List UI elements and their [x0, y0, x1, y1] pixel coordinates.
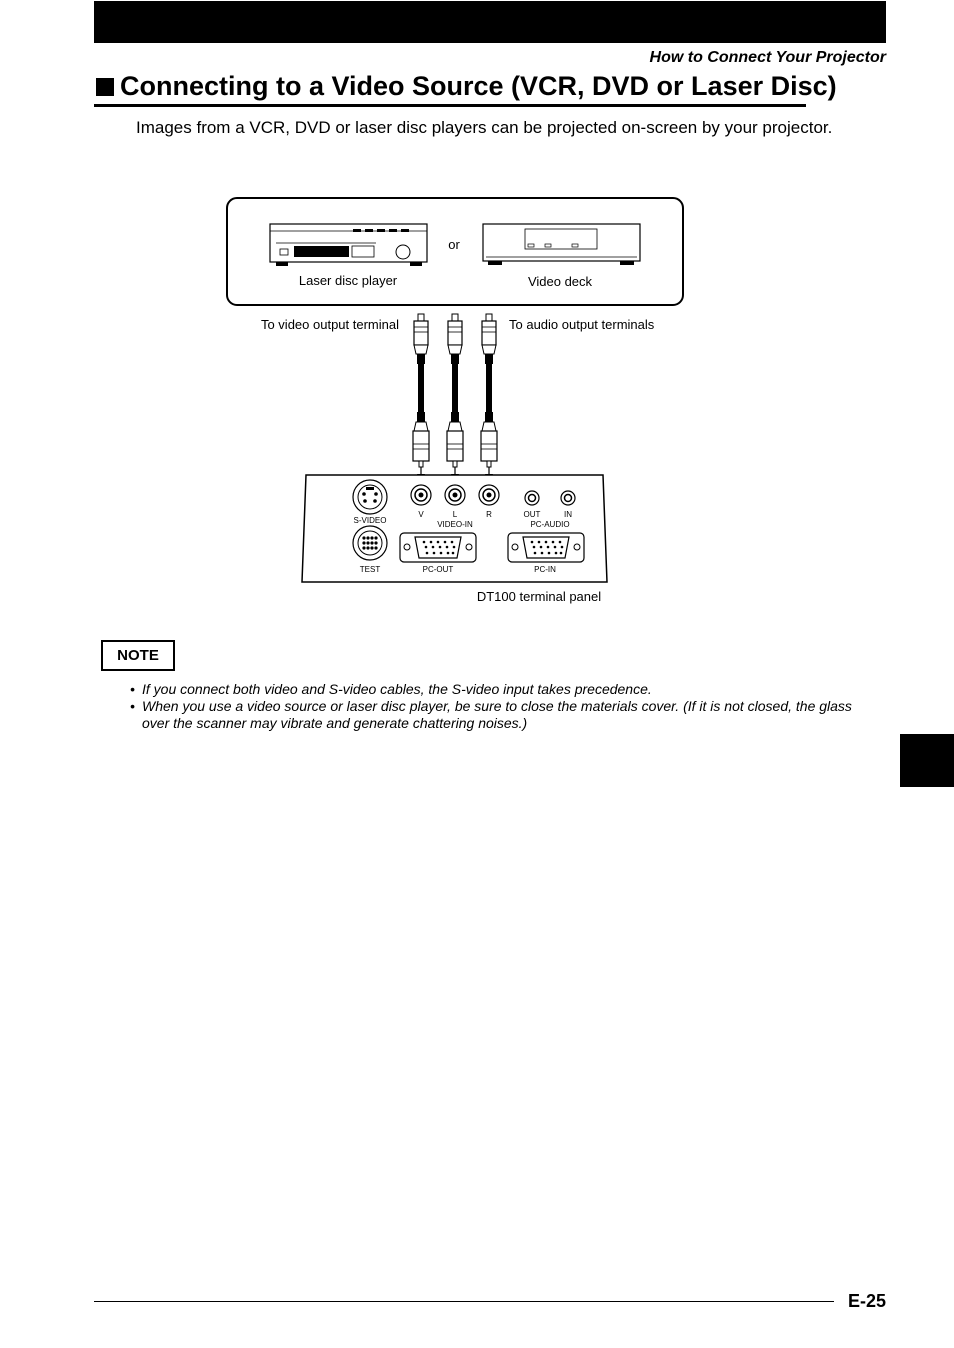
- port-out-label: OUT: [524, 510, 541, 519]
- or-label: or: [448, 237, 460, 252]
- chapter-tab: [900, 734, 954, 787]
- video-deck-label: Video deck: [528, 274, 593, 289]
- page-number: E-25: [847, 1291, 886, 1311]
- video-cable: [412, 313, 430, 482]
- section-header: How to Connect Your Projector: [649, 49, 886, 66]
- port-v-label: V: [418, 510, 424, 519]
- page-title-text: Connecting to a Video Source (VCR, DVD o…: [120, 71, 837, 101]
- pcaudio-label: PC-AUDIO: [530, 520, 569, 529]
- pc-out-port: [399, 532, 477, 563]
- intro-paragraph: Images from a VCR, DVD or laser disc pla…: [136, 118, 833, 137]
- terminal-panel: V L R OUT IN S-VIDEO VIDEO-IN PC-AUDIO T…: [301, 474, 608, 583]
- port-l-label: L: [453, 510, 458, 519]
- port-in-label: IN: [564, 510, 572, 519]
- audio-right-cable: [480, 313, 498, 482]
- video-output-label: To video output terminal: [261, 317, 399, 332]
- note-list: •If you connect both video and S-video c…: [130, 681, 870, 732]
- svideo-label: S-VIDEO: [354, 516, 387, 525]
- note-item-text: When you use a video source or laser dis…: [142, 698, 852, 731]
- square-bullet-icon: [96, 77, 114, 96]
- note-label: NOTE: [101, 640, 175, 671]
- laser-disc-player-icon: [269, 223, 428, 266]
- panel-caption: DT100 terminal panel: [477, 589, 601, 604]
- note-item-text: If you connect both video and S-video ca…: [142, 681, 652, 697]
- pcout-label: PC-OUT: [423, 565, 454, 574]
- laser-disc-label: Laser disc player: [299, 273, 398, 288]
- pcin-label: PC-IN: [534, 565, 556, 574]
- source-devices-box: [226, 197, 684, 306]
- video-deck-icon: [482, 223, 641, 265]
- test-label: TEST: [360, 565, 381, 574]
- note-item: •If you connect both video and S-video c…: [130, 681, 652, 697]
- port-r-label: R: [486, 510, 492, 519]
- connection-diagram: Laser disc player or Video deck To video…: [226, 197, 684, 604]
- header-bar: [94, 1, 886, 43]
- videoin-label: VIDEO-IN: [437, 520, 473, 529]
- audio-left-cable: [446, 313, 464, 482]
- title-underline: [94, 104, 806, 107]
- pc-audio-jacks: [524, 490, 576, 506]
- audio-output-label: To audio output terminals: [509, 317, 655, 332]
- footer-rule: [94, 1301, 834, 1302]
- pc-in-port: [507, 532, 585, 563]
- page-title: Connecting to a Video Source (VCR, DVD o…: [96, 71, 837, 102]
- note-item: •When you use a video source or laser di…: [130, 698, 852, 731]
- video-in-jacks: [410, 484, 500, 506]
